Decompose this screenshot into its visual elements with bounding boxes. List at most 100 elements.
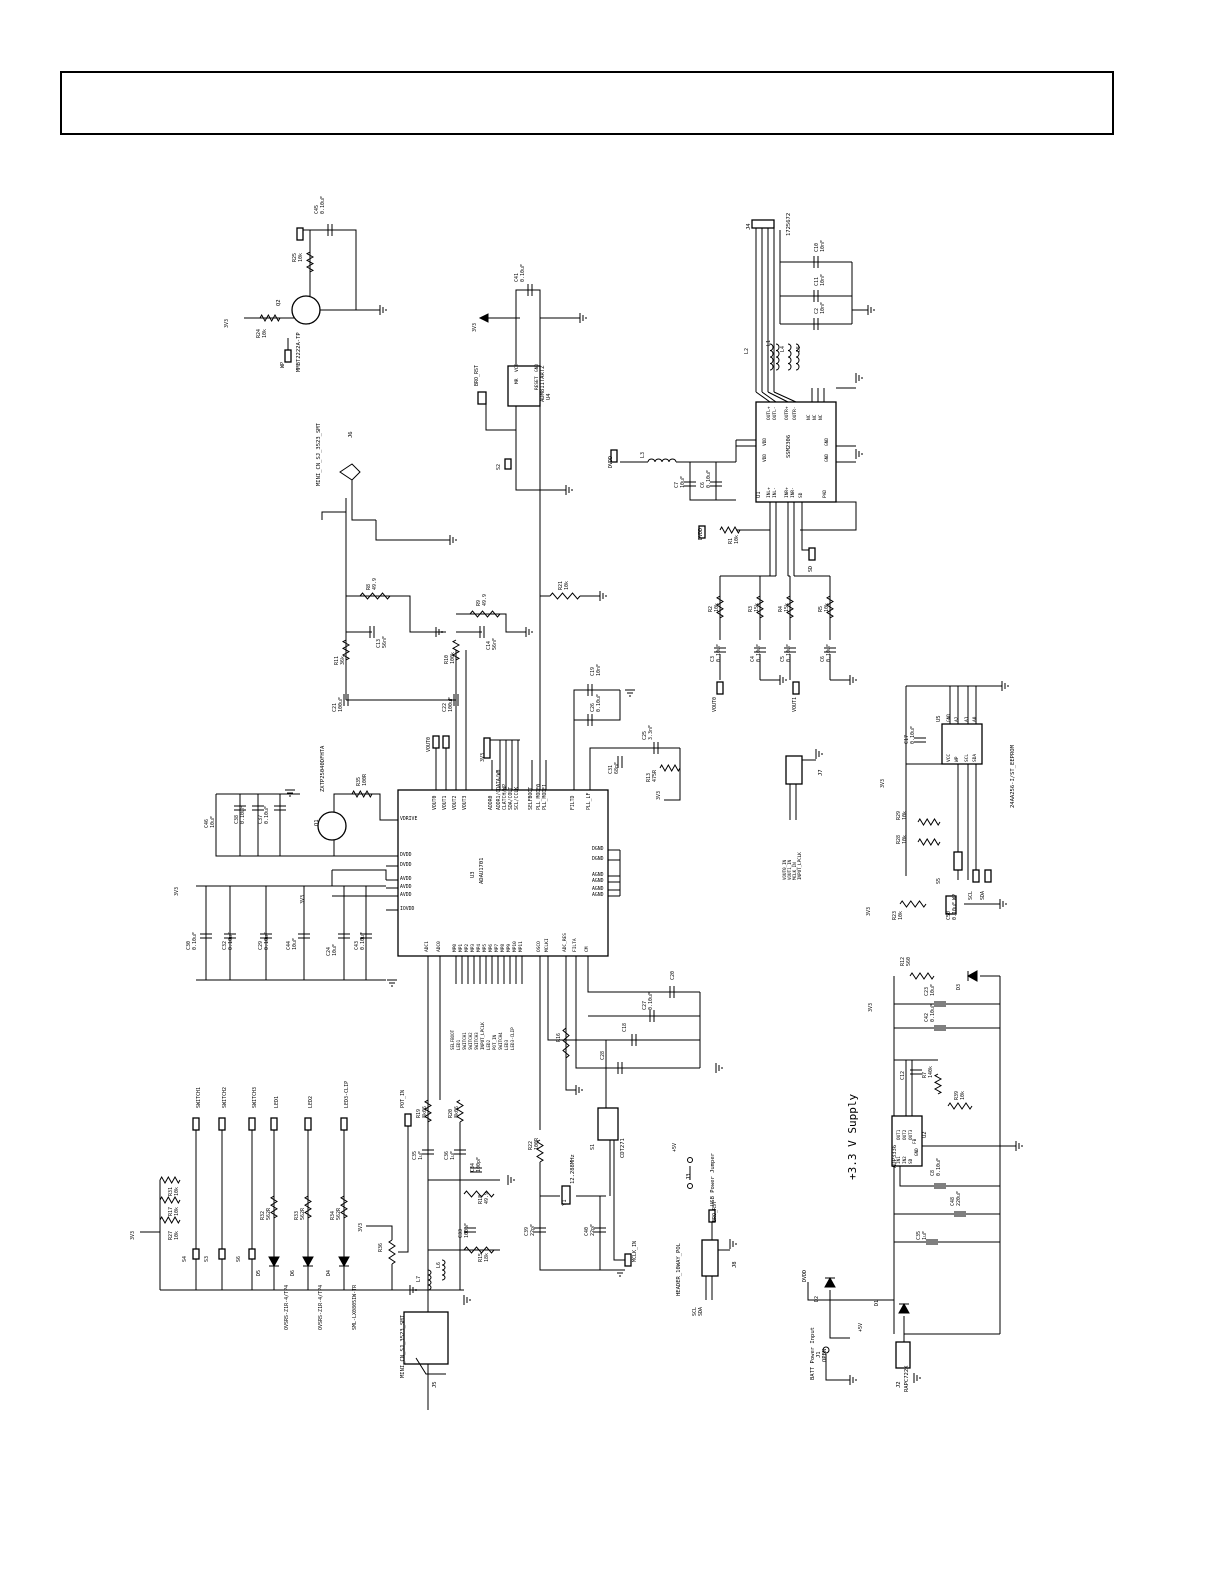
q2-body	[291, 295, 321, 325]
y1-ref: Y1	[562, 1199, 568, 1206]
led-resistor	[270, 1195, 278, 1219]
q2-part: MMBT2222A-TP	[296, 332, 302, 372]
net-dvdd-supply: DVDD	[802, 1270, 808, 1282]
d4-part: SML-LX0805IW-TR	[352, 1284, 358, 1330]
q1-part: ZXTP25040DFHTA	[320, 745, 326, 792]
capacitor-ref: C24	[326, 947, 332, 956]
u3-ref: U3	[470, 871, 476, 878]
capacitor-value: 22pF	[590, 1224, 596, 1236]
r20-zigzag	[456, 1099, 464, 1123]
switch-body	[248, 1248, 256, 1260]
u5-body	[941, 723, 983, 765]
capacitor-ref: C14	[486, 641, 492, 650]
mp-net-label: LED3-CLIP	[510, 1027, 515, 1050]
switch-body	[192, 1248, 200, 1260]
resistor-value: 15k	[754, 603, 760, 612]
net-sda: SDA	[698, 1307, 704, 1316]
vout1-in-box	[792, 681, 800, 695]
capacitor-value: 22pF	[530, 1224, 536, 1236]
u1-pin: SD	[798, 492, 804, 498]
resistor-value: 10k	[898, 911, 904, 920]
u3-pin-bottom: CM	[584, 946, 590, 952]
resistor-ref: R21	[558, 581, 564, 590]
capacitor-ref: C35	[412, 1151, 418, 1160]
u3-pin-top: ADDR1/CDATA/WB	[496, 769, 502, 810]
q1-dvdd	[333, 840, 386, 857]
led-diode	[338, 1256, 350, 1268]
resistor-ref: R25	[292, 253, 298, 262]
q2-emitter	[309, 309, 380, 324]
resistor-ref: R5	[818, 606, 824, 612]
u5-pin: A1	[964, 716, 970, 722]
j4-to-u1-d	[773, 391, 797, 403]
u3-pin-bottom: MP4	[476, 944, 482, 952]
net-scl: SCL	[692, 1307, 698, 1316]
r13-zigzag	[659, 763, 681, 773]
capacitor-ref: C22	[442, 703, 448, 712]
r10-zigzag	[451, 639, 461, 661]
l1-label: L1	[766, 340, 772, 346]
net-dvdd-2: DVDD	[698, 528, 704, 540]
r19-zigzag	[424, 1099, 432, 1123]
r16-gnd	[565, 1068, 576, 1091]
u3-pin-right: DGND	[592, 846, 604, 852]
output-inductor	[775, 343, 780, 371]
j6-wire	[321, 511, 347, 520]
led-diode	[302, 1256, 314, 1268]
cap-loop	[215, 794, 334, 857]
net-led-label: LED2	[308, 1096, 314, 1108]
net-wp-eeprom: WP	[952, 894, 958, 900]
u1-pin: INL+	[766, 487, 772, 498]
resistor-ref: R7	[922, 1072, 928, 1078]
l2-label: L2	[744, 348, 750, 354]
d4-label: D4	[326, 1270, 332, 1276]
d2-label: D2	[814, 1296, 820, 1302]
capacitor-value: 0.10uF	[360, 932, 366, 950]
u3-pin-top: PLL_MODE0	[536, 784, 542, 810]
resistor-ref: R23	[892, 911, 898, 920]
u5-pin: GND	[946, 714, 952, 722]
r1-zigzag	[719, 525, 741, 535]
q1-col-wire	[333, 793, 372, 812]
led-net-box	[304, 1117, 312, 1131]
j6-ref: J6	[348, 431, 354, 438]
resistor-value: 10k	[902, 835, 908, 844]
u3-pin-top: SCL/CCLK	[514, 787, 520, 810]
u4-part: ADM811TARTZ	[540, 365, 546, 402]
r35-zigzag	[351, 789, 373, 799]
q2-ref: Q2	[276, 299, 282, 306]
u2-pin: SD	[908, 1158, 914, 1164]
resistor-ref: R35	[356, 777, 362, 786]
j7-net-label: MCLK_IN	[792, 862, 797, 880]
resistor-ref: R19	[416, 1109, 422, 1118]
j5-ref: J5	[432, 1381, 438, 1388]
l3-inductor	[647, 458, 677, 463]
u3-pin-bottom: MP6	[488, 944, 494, 952]
u1-part: SSM2306	[786, 435, 792, 458]
r9-zigzag	[469, 610, 501, 618]
l3-label: L3	[640, 452, 646, 458]
u5-pin: SCL	[964, 754, 970, 762]
net-3v3-left-top: 3V3	[224, 319, 230, 328]
resistor-ref: R28	[896, 835, 902, 844]
j4-to-u1-c	[767, 391, 789, 403]
y1-crystal	[561, 1185, 571, 1205]
u5-ref: U5	[936, 715, 942, 722]
u1-pin: OUTL+	[766, 406, 772, 420]
capacitor-ref: C46	[204, 819, 210, 828]
switch-body	[218, 1248, 226, 1260]
switch-net-box	[218, 1117, 226, 1131]
u4-body	[507, 365, 541, 407]
capacitor-value: 10nF	[596, 664, 602, 676]
u1-pin: NC	[806, 414, 812, 420]
net-3v3-eeprom: 3V3	[880, 779, 886, 788]
u3-pin-top: VOUT3	[462, 795, 468, 810]
pot-wiper	[398, 1126, 409, 1253]
input-resistor	[756, 595, 764, 619]
q1-vdrive	[372, 793, 398, 821]
resistor-value: 49.9	[482, 594, 488, 606]
capacitor-value: 0.10uF	[320, 196, 326, 214]
u2-ref: U2	[922, 1131, 928, 1138]
